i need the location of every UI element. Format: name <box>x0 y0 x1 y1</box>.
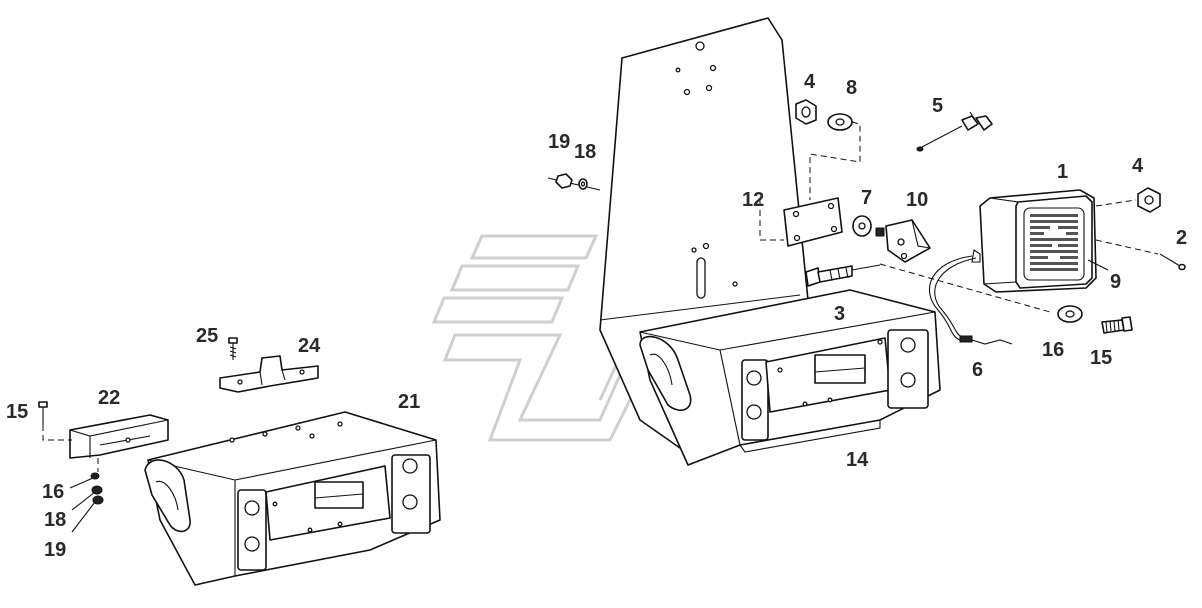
callout-10: 10 <box>906 189 928 211</box>
callout-16-right: 16 <box>1042 339 1064 361</box>
bulb-5 <box>916 111 993 152</box>
washer-8 <box>809 113 861 200</box>
washer-7 <box>852 215 885 237</box>
nut-washer-right-top <box>547 173 601 191</box>
callout-6: 6 <box>972 359 983 381</box>
nut-4-top <box>795 99 817 125</box>
callout-16-left: 16 <box>42 481 64 503</box>
bracket-22 <box>69 414 169 459</box>
bracket-10 <box>885 219 931 263</box>
screw-2 <box>1095 239 1186 271</box>
callout-12: 12 <box>742 189 764 211</box>
callout-19-left: 19 <box>44 539 66 561</box>
callout-4-top: 4 <box>804 71 816 93</box>
plate-12 <box>759 197 843 247</box>
callout-15-left: 15 <box>6 401 28 423</box>
callout-19-right: 19 <box>548 131 570 153</box>
callout-25: 25 <box>196 325 218 347</box>
callout-14: 14 <box>846 449 869 471</box>
bolt-15-right <box>1101 316 1133 334</box>
callout-9: 9 <box>1110 271 1121 293</box>
counterweight-left <box>144 411 441 586</box>
callout-7: 7 <box>861 187 872 209</box>
bracket-24 <box>219 355 319 393</box>
screw-15-left <box>38 401 72 441</box>
callout-labels: 1 2 3 4 4 5 6 7 8 9 10 12 14 15 15 16 16… <box>6 71 1187 561</box>
washer-stack-left <box>69 458 104 533</box>
callout-24: 24 <box>298 335 321 357</box>
callout-3: 3 <box>834 303 845 325</box>
nut-4-right <box>1095 187 1161 213</box>
callout-4-right: 4 <box>1132 155 1144 177</box>
callout-2: 2 <box>1176 227 1187 249</box>
callout-18-right: 18 <box>574 141 596 163</box>
callout-1: 1 <box>1057 161 1068 183</box>
callout-21: 21 <box>398 391 420 413</box>
callout-22: 22 <box>98 387 120 409</box>
callout-15-right: 15 <box>1090 347 1112 369</box>
washer-16-right <box>1057 305 1083 323</box>
work-lamp <box>971 189 1109 293</box>
callout-18-left: 18 <box>44 509 66 531</box>
callout-5: 5 <box>932 95 943 117</box>
cable-6 <box>928 255 1013 345</box>
screw-25 <box>228 337 238 360</box>
bolt-3 <box>805 263 1051 313</box>
counterweight-right <box>639 289 941 466</box>
callout-8: 8 <box>846 77 857 99</box>
